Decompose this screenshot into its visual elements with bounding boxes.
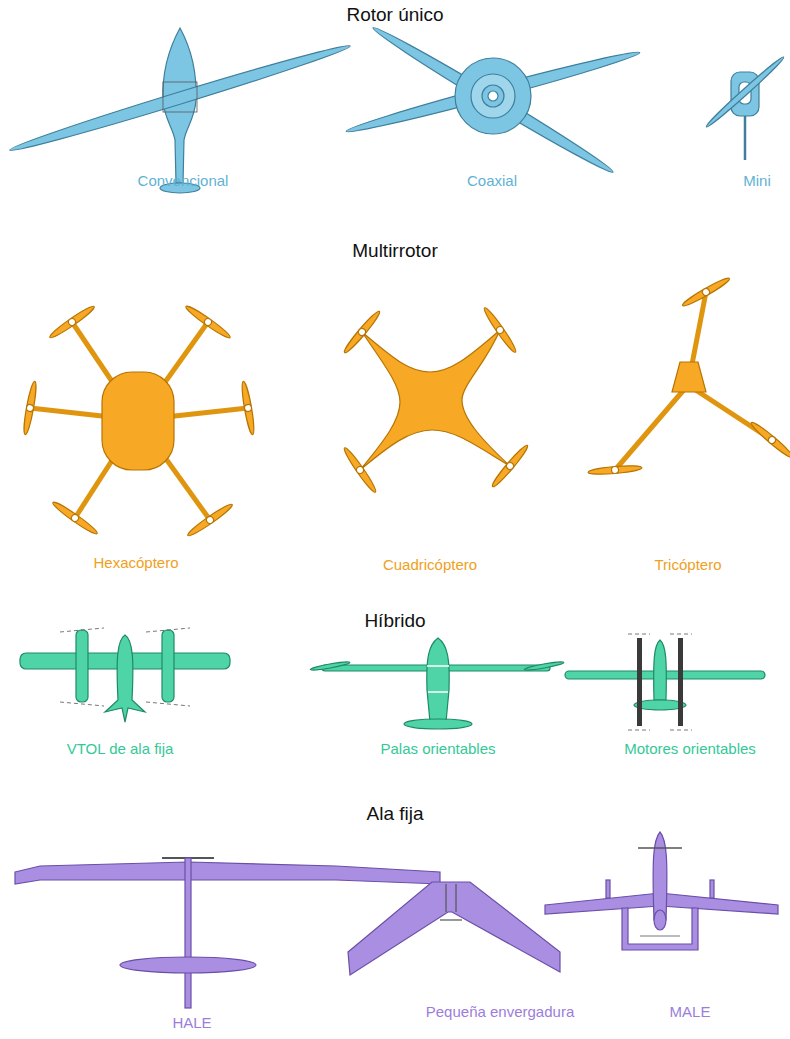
- conventional-helicopter-part: [163, 82, 197, 112]
- tilt-rotor-part: [428, 691, 448, 693]
- coaxial-helicopter-part: [471, 74, 515, 118]
- tilt-motor-part-part: [670, 730, 692, 731]
- coaxial-helicopter-part: [482, 85, 504, 107]
- tilt-motor-part-part: [670, 634, 692, 635]
- coaxial-helicopter: [345, 23, 642, 177]
- tilt-motor-part-part: [628, 634, 650, 635]
- flying-wing: [348, 882, 560, 975]
- type-label: Hexacóptero: [93, 554, 178, 571]
- hexacopter-part: [22, 381, 38, 435]
- tilt-motor-part: [637, 638, 642, 726]
- flying-wing-part: [455, 884, 456, 912]
- tilt-motor-part: [628, 634, 692, 730]
- tricopter-part-part: [615, 385, 688, 470]
- hale-aircraft-part: [15, 862, 440, 884]
- male-aircraft-part: [654, 910, 666, 930]
- coaxial-helicopter-part: [345, 47, 642, 137]
- tilt-rotor-part: [310, 661, 350, 672]
- hexacopter-part: [48, 304, 96, 341]
- mini-helicopter-part: [744, 115, 747, 160]
- quadcopter-part: [482, 306, 519, 354]
- quadcopter-part: [342, 446, 379, 494]
- flying-wing-part: [440, 919, 462, 920]
- tricopter: [588, 275, 790, 475]
- tilt-rotor: [310, 638, 564, 729]
- flying-wing-part: [348, 882, 560, 975]
- section-heading: Ala fija: [366, 803, 423, 825]
- fixed-wing-vtol: [20, 628, 230, 722]
- quadcopter-part: [490, 443, 530, 489]
- coaxial-helicopter-part: [455, 58, 531, 134]
- hexacopter-part: [240, 381, 256, 435]
- hale-aircraft-part: [120, 957, 256, 973]
- tilt-rotor-part: [404, 719, 472, 729]
- section-heading: Rotor único: [346, 4, 443, 26]
- type-label: Cuadricóptero: [383, 556, 477, 573]
- male-aircraft-part: [653, 832, 667, 920]
- tilt-motor-part: [654, 640, 667, 700]
- hale-aircraft-part: [185, 858, 191, 1008]
- coaxial-helicopter-part: [488, 91, 498, 101]
- tilt-motor-part: [678, 638, 683, 726]
- fixed-wing-vtol-part: [60, 628, 190, 706]
- male-aircraft-part: [606, 880, 610, 898]
- type-label: Motores orientables: [624, 740, 756, 757]
- tricopter-part: [588, 464, 642, 476]
- male-aircraft-part: [638, 847, 682, 849]
- type-label: MALE: [670, 1003, 711, 1020]
- conventional-helicopter-part: [8, 40, 352, 156]
- tilt-motor-part-part: [628, 730, 650, 731]
- male-aircraft-part: [640, 936, 680, 937]
- coaxial-helicopter-part: [370, 23, 616, 177]
- tricopter-part: [615, 292, 772, 470]
- type-label: VTOL de ala fija: [67, 740, 174, 757]
- tricopter-part: [672, 362, 706, 392]
- tricopter-part: [749, 420, 790, 460]
- hexacopter-part: [30, 322, 248, 520]
- male-aircraft: [545, 832, 778, 950]
- fixed-wing-vtol-part-part: [60, 702, 104, 706]
- male-aircraft-part: [622, 908, 698, 950]
- section-heading: Multirrotor: [352, 240, 438, 262]
- section-heading: Híbrido: [364, 610, 425, 632]
- type-label: Palas orientables: [380, 740, 495, 757]
- flying-wing-part: [445, 884, 446, 912]
- quadcopter: [342, 306, 530, 494]
- type-label: Tricóptero: [655, 556, 722, 573]
- type-label: Coaxial: [467, 172, 517, 189]
- tilt-rotor-part: [524, 661, 564, 672]
- hexacopter-part: [186, 502, 234, 539]
- hexacopter-part: [102, 372, 174, 470]
- fixed-wing-vtol-part: [76, 630, 88, 702]
- tricopter-part: [681, 275, 731, 308]
- fixed-wing-vtol-part-part: [146, 702, 190, 706]
- tilt-rotor-part: [427, 638, 449, 722]
- fixed-wing-vtol-part: [105, 635, 145, 722]
- fixed-wing-vtol-part-part: [60, 628, 104, 632]
- quadcopter-part: [342, 309, 382, 355]
- quadcopter-part: [360, 330, 510, 470]
- mini-helicopter: [704, 55, 785, 160]
- mini-helicopter-part: [704, 55, 785, 129]
- type-label: Pequeña envergadura: [426, 1003, 574, 1020]
- type-label: HALE: [172, 1014, 211, 1031]
- male-aircraft-part: [710, 880, 714, 898]
- tilt-motor: [565, 634, 765, 730]
- tilt-rotor-part: [427, 665, 449, 667]
- conventional-helicopter: [8, 28, 352, 193]
- type-label: Convencional: [138, 172, 229, 189]
- fixed-wing-vtol-part: [162, 630, 174, 702]
- type-label: Mini: [743, 172, 771, 189]
- fixed-wing-vtol-part-part: [146, 628, 190, 632]
- hexacopter-part: [184, 304, 232, 341]
- hexacopter: [22, 304, 256, 539]
- hexacopter-part: [51, 500, 99, 537]
